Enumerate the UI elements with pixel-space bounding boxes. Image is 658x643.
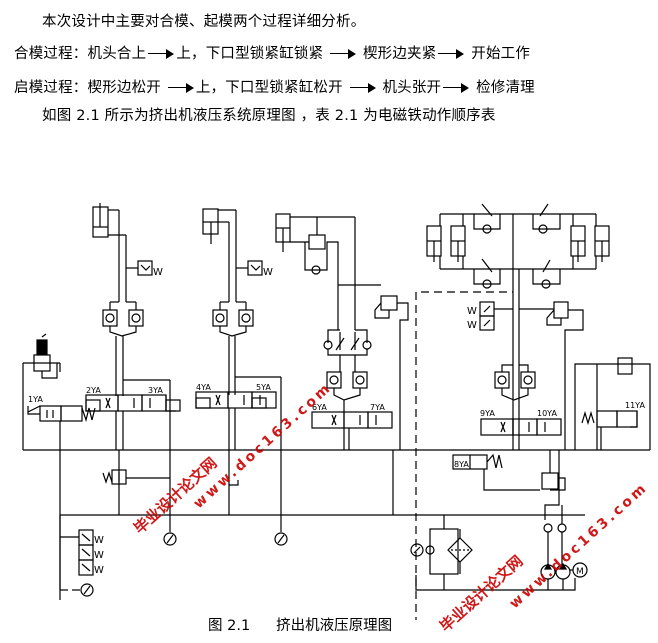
pressure-switch-icon xyxy=(479,315,495,331)
circuit-5-wedge-clamp: W W 9YA 10YA xyxy=(426,203,610,450)
pressure-gauge-icon xyxy=(410,543,424,557)
solenoid-label-8ya: 8YA xyxy=(454,460,469,469)
check-valve-icon xyxy=(541,279,551,289)
check-valve-icon xyxy=(482,224,492,234)
solenoid-label-9ya: 9YA xyxy=(480,409,495,418)
check-valve-icon xyxy=(425,545,435,555)
arrow-right-icon xyxy=(349,83,376,93)
throttle-valve-icon xyxy=(481,203,493,217)
relief-valve-body xyxy=(553,301,569,319)
open-process-line: 启模过程：楔形边松开 上，下口型锁紧缸松开 机头张开 检修清理 xyxy=(14,76,535,97)
spring-icon: W xyxy=(467,306,477,317)
check-valve-icon xyxy=(482,279,492,289)
close-step-3: 楔形边夹紧 xyxy=(362,46,437,62)
check-valve-icon xyxy=(538,224,548,234)
pump-station: 8YA M xyxy=(410,450,588,591)
check-valve-icon xyxy=(311,265,321,275)
open-step-4: 检修清理 xyxy=(476,80,535,96)
solenoid-label-3ya: 3YA xyxy=(148,386,163,395)
spring-icon: W xyxy=(94,535,104,546)
circuit-3: W 4YA 5YA xyxy=(195,208,282,515)
check-valve-icon xyxy=(352,371,368,389)
solenoid-label-10ya: 10YA xyxy=(537,409,557,418)
open-step-1: 楔形边松开 xyxy=(87,80,161,96)
throttle-valve-icon xyxy=(539,203,549,217)
solenoid-label-7ya: 7YA xyxy=(370,403,385,412)
spring-icon: W xyxy=(94,550,104,561)
directional-valve-1ya-right xyxy=(60,405,83,422)
figure-title: 挤出机液压原理图 xyxy=(276,618,393,634)
relief-valve-body xyxy=(380,295,398,311)
close-step-2: 上，下口型锁紧缸锁紧 xyxy=(176,46,324,62)
open-process-label: 启模过程： xyxy=(14,80,88,96)
directional-valve-6ya-7ya xyxy=(311,411,345,429)
check-valve-icon xyxy=(543,523,553,533)
figure-number: 图 2.1 xyxy=(208,618,251,634)
left-bottom-switches: W W W xyxy=(59,515,288,597)
spring-icon: W xyxy=(153,267,163,278)
close-process-line: 合模过程：机头合上 上，下口型锁紧缸锁紧 楔形边夹紧 开始工作 xyxy=(14,42,530,63)
solenoid-label-11ya: 11YA xyxy=(625,401,645,410)
circuit-6: 11YA xyxy=(574,357,651,450)
check-valve-icon xyxy=(102,309,118,327)
spring-icon: W xyxy=(263,267,273,278)
motor-label: M xyxy=(576,567,584,577)
directional-valve-1ya-left xyxy=(39,405,62,422)
check-valve-icon xyxy=(557,523,567,533)
spring-icon: W xyxy=(467,320,477,331)
arrow-right-icon xyxy=(167,83,194,93)
throttle-valve-icon xyxy=(335,337,345,351)
pressure-switch-icon xyxy=(78,559,94,576)
directional-valve-9ya-10ya xyxy=(480,418,514,436)
arrow-right-icon xyxy=(443,83,470,93)
circuit-1-relief: 1YA xyxy=(22,333,96,600)
relief-valve-body xyxy=(308,234,326,250)
solenoid-label-5ya: 5YA xyxy=(256,383,271,392)
check-valve-icon xyxy=(238,309,254,327)
intro-text: 本次设计中主要对合模、起模两个过程详细分析。 xyxy=(42,14,366,30)
solenoid-coil-icon xyxy=(36,339,48,355)
directional-valve-4ya-5ya xyxy=(195,391,229,409)
relief-valve-body xyxy=(541,472,559,490)
throttle-valve-icon xyxy=(542,259,551,273)
open-step-3: 机头张开 xyxy=(382,80,442,96)
pressure-switch-icon xyxy=(137,260,153,276)
solenoid-label-1ya: 1YA xyxy=(28,395,43,404)
figure-caption: 图 2.1 挤出机液压原理图 xyxy=(208,614,392,635)
solenoid-label-4ya: 4YA xyxy=(196,383,211,392)
relief-valve-body xyxy=(617,357,633,375)
sequence-valve xyxy=(102,450,170,515)
throttle-valve-icon xyxy=(481,258,493,273)
pilot-line-dashed xyxy=(415,291,513,620)
directional-valve-11ya xyxy=(596,410,618,428)
open-step-2: 上，下口型锁紧缸松开 xyxy=(195,80,343,96)
arrow-right-icon xyxy=(438,49,465,59)
pressure-gauge-icon xyxy=(163,532,177,546)
pressure-switch-icon xyxy=(247,260,263,276)
close-step-4: 开始工作 xyxy=(471,46,531,62)
solenoid-label-6ya: 6YA xyxy=(312,403,327,412)
spring-icon: W xyxy=(94,565,104,576)
check-valve-icon xyxy=(520,371,536,389)
reference-text: 如图 2.1 所示为挤出机液压系统原理图 ，表 2.1 为电磁铁动作顺序表 xyxy=(42,108,496,124)
pressure-gauge-icon xyxy=(274,532,288,546)
circuit-2: W 2YA 3YA xyxy=(85,203,181,515)
check-valve-icon xyxy=(212,309,228,327)
close-step-1: 机头合上 xyxy=(87,46,147,62)
check-valve-icon xyxy=(128,309,144,327)
arrow-right-icon xyxy=(148,49,175,59)
throttle-valve-icon xyxy=(350,337,360,351)
hydraulic-schematic: 1YA W 2YA 3YA xyxy=(22,203,651,620)
solenoid-label-2ya: 2YA xyxy=(86,386,101,395)
check-valve-icon xyxy=(494,371,510,389)
arrow-right-icon xyxy=(330,49,357,59)
pressure-gauge-icon xyxy=(80,583,94,597)
directional-valve-2ya-3ya xyxy=(85,394,119,412)
circuit-4: 6YA 7YA xyxy=(275,213,409,515)
close-process-label: 合模过程： xyxy=(14,46,88,62)
